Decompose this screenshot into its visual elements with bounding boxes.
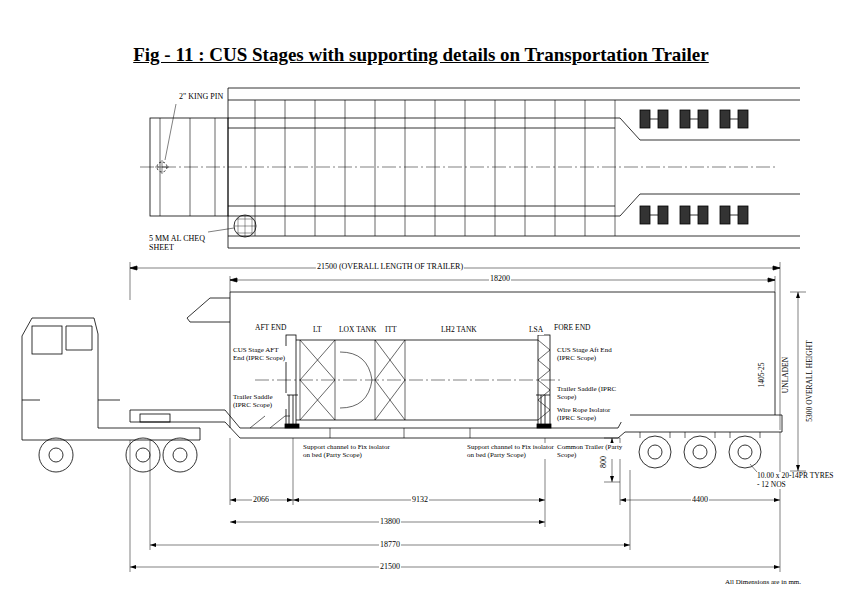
dimension-label: 4400	[691, 495, 709, 504]
callout-label: 5 MM AL CHEQ SHEET	[148, 234, 208, 252]
part-label: LT	[312, 326, 322, 335]
callout-label: 10.00 x 20-14PR TYRES - 12 NOS	[756, 472, 838, 489]
dimension-label: 1405-25	[758, 362, 767, 389]
callout-label: CUS Stage AFT End (IPRC Scope)	[232, 346, 287, 362]
part-label: FORE END	[553, 324, 591, 333]
dimension-label: 13800	[379, 517, 401, 526]
callout-label: CUS Stage Aft End (IPRC Scope)	[556, 346, 630, 362]
callout-label: Common Trailer (Party Scope)	[556, 443, 626, 459]
figure-title: Fig - 11 : CUS Stages with supporting de…	[0, 44, 842, 66]
callout-label: Wire Rope Isolator (IPRC Scope)	[556, 406, 630, 422]
dimension-label: 2066	[252, 495, 270, 504]
dimension-label: 21500 (OVERALL LENGTH OF TRAILER)	[316, 262, 464, 271]
dimension-label: 800	[599, 455, 608, 469]
part-label: LH2 TANK	[440, 326, 478, 335]
dimension-label: 9132	[411, 495, 429, 504]
callout-label: Trailer Saddle (IPRC Scope)	[556, 385, 630, 401]
callout-label: Trailer Saddle (IPRC Scope)	[232, 393, 287, 409]
callout-label: Support channel to Fix isolator on bed (…	[302, 443, 392, 459]
part-label: LOX TANK	[338, 326, 377, 335]
part-label: LSA	[528, 326, 544, 335]
dimension-label: 18200	[489, 274, 511, 283]
note-label: UNLADEN	[782, 356, 791, 394]
part-label: AFT END	[254, 324, 287, 333]
part-label: ITT	[384, 326, 398, 335]
callout-label: Support channel to Fix isolator on bed (…	[466, 443, 556, 459]
note-label: All Dimensions are in mm.	[724, 578, 802, 586]
dimension-label: 18770	[379, 540, 401, 549]
callout-label: 2" KING PIN	[178, 92, 224, 101]
dimension-label: 21500	[379, 562, 401, 571]
dimension-label: 5300 OVERALL HEIGHT	[806, 339, 815, 422]
